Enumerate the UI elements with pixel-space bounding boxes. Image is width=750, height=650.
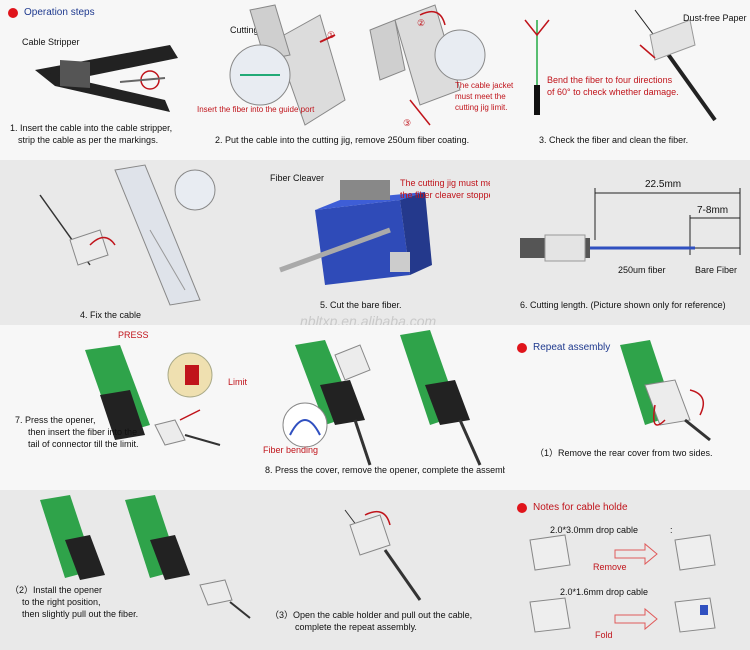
press-opener-illustration <box>85 345 221 446</box>
step-2-caption: 2. Put the cable into the cutting jig, r… <box>215 135 470 145</box>
fix-cable-illustration <box>39 164 216 306</box>
remove-label: Remove <box>593 562 627 572</box>
step-7-caption-line-3: tail of connector till the limit. <box>28 439 139 449</box>
cable-stripper-label: Cable Stripper <box>22 37 80 47</box>
cleaver-note-line-1: The cutting jig must meet <box>400 178 490 188</box>
step-7-caption-line-1: 7. Press the opener, <box>15 415 96 425</box>
step-7-caption-line-2: then insert the fiber into the <box>28 427 138 437</box>
remove-rear-cover-illustration <box>620 340 711 442</box>
fiber-cleaver-illustration <box>279 180 432 285</box>
repeat-bullet <box>517 343 527 353</box>
step-4-caption: 4. Fix the cable <box>80 310 142 320</box>
jacket-note-line-3: cutting jig limit. <box>455 103 508 112</box>
repeat-step-2-caption-line-2: to the right position, <box>22 597 101 607</box>
step-3-caption: 3. Check the fiber and clean the fiber. <box>539 135 689 145</box>
notes-title: Notes for cable holde <box>533 502 628 513</box>
step-5-caption: 5. Cut the bare fiber. <box>320 300 402 310</box>
jacket-note-line-2: must meet the <box>455 92 506 101</box>
total-length-label: 22.5mm <box>645 179 682 190</box>
cable-stripper-illustration <box>35 45 178 112</box>
fiber-bending-label: Fiber bending <box>263 445 319 455</box>
marker-3: ③ <box>403 118 412 128</box>
cable-size-1-colon: : <box>670 525 673 535</box>
marker-1: ① <box>327 30 336 40</box>
open-cable-holder-illustration <box>344 509 422 601</box>
fiber-check-illustration <box>524 9 717 122</box>
repeat-step-2-caption-line-1: （2）Install the opener <box>10 585 103 595</box>
press-label: PRESS <box>118 330 149 340</box>
step-8-caption: 8. Press the cover, remove the opener, c… <box>265 465 505 475</box>
repeat-step-3-caption-line-2: complete the repeat assembly. <box>295 622 417 632</box>
repeat-title: Repeat assembly <box>533 342 611 353</box>
dust-free-paper-label: Dust-free Paper <box>683 13 747 23</box>
notes-bullet <box>517 503 527 513</box>
panel-step-6: 22.5mm 7-8mm 250um fiber Bare Fiber 6. C… <box>490 160 750 325</box>
panel-step-2: Cutting Jig ① ② ③ Insert the fiber into … <box>195 0 515 160</box>
panel-step-4: 4. Fix the cable <box>0 160 240 325</box>
header-title: Operation steps <box>24 7 95 18</box>
panel-step-1: Operation steps Cable Stripper 1. Insert… <box>0 0 195 160</box>
jacket-note-line-1: The cable jacket <box>455 81 514 90</box>
cutting-length-diagram <box>520 188 741 262</box>
marker-2: ② <box>417 18 426 28</box>
panel-step-7: PRESS Limit 7. Press the opener, then in… <box>0 325 255 490</box>
step-6-caption: 6. Cutting length. (Picture shown only f… <box>520 300 726 310</box>
cutting-jig-label: Cutting Jig <box>230 25 273 35</box>
step-1-caption-line-2: strip the cable as per the markings. <box>18 135 159 145</box>
cable-size-1-label: 2.0*3.0mm drop cable <box>550 525 639 535</box>
repeat-step-2-caption-line-3: then slightly pull out the fiber. <box>22 609 139 619</box>
repeat-step-1-caption: （1）Remove the rear cover from two sides. <box>535 448 713 458</box>
panel-step-5: Fiber Cleaver The cutting jig must meet … <box>240 160 490 325</box>
header-bullet <box>8 8 18 18</box>
fiber-250um-label: 250um fiber <box>618 265 666 275</box>
cable-holder-notes-illustration <box>529 534 716 633</box>
bare-fiber-label: Bare Fiber <box>695 265 738 275</box>
fold-label: Fold <box>595 630 613 640</box>
panel-repeat-step-2: （2）Install the opener to the right posit… <box>0 490 255 650</box>
cable-size-2-label: 2.0*1.6mm drop cable <box>560 587 649 597</box>
bend-note-line-1: Bend the fiber to four directions <box>547 75 673 85</box>
panel-step-3: Dust-free Paper Bend the fiber to four d… <box>515 0 750 160</box>
panel-repeat-assembly: Repeat assembly （1）Remove the rear cover… <box>505 325 750 490</box>
insert-fiber-note: Insert the fiber into the guide port <box>197 105 315 114</box>
panel-step-8: Fiber bending 8. Press the cover, remove… <box>255 325 505 490</box>
panel-repeat-step-3: （3）Open the cable holder and pull out th… <box>255 490 505 650</box>
limit-label: Limit <box>228 377 248 387</box>
step-1-caption-line-1: 1. Insert the cable into the cable strip… <box>10 123 173 133</box>
install-opener-illustration <box>40 495 251 619</box>
bend-note-line-2: of 60° to check whether damage. <box>547 87 679 97</box>
panel-cable-holder-notes: Notes for cable holde 2.0*3.0mm drop cab… <box>505 490 750 650</box>
cutting-jig-illustration <box>229 4 486 126</box>
bare-length-label: 7-8mm <box>697 205 729 216</box>
cleaver-note-line-2: the fiber cleaver stopper. <box>400 190 490 200</box>
repeat-step-3-caption-line-1: （3）Open the cable holder and pull out th… <box>270 610 473 620</box>
press-cover-illustration <box>282 330 482 466</box>
fiber-cleaver-label: Fiber Cleaver <box>270 173 325 183</box>
